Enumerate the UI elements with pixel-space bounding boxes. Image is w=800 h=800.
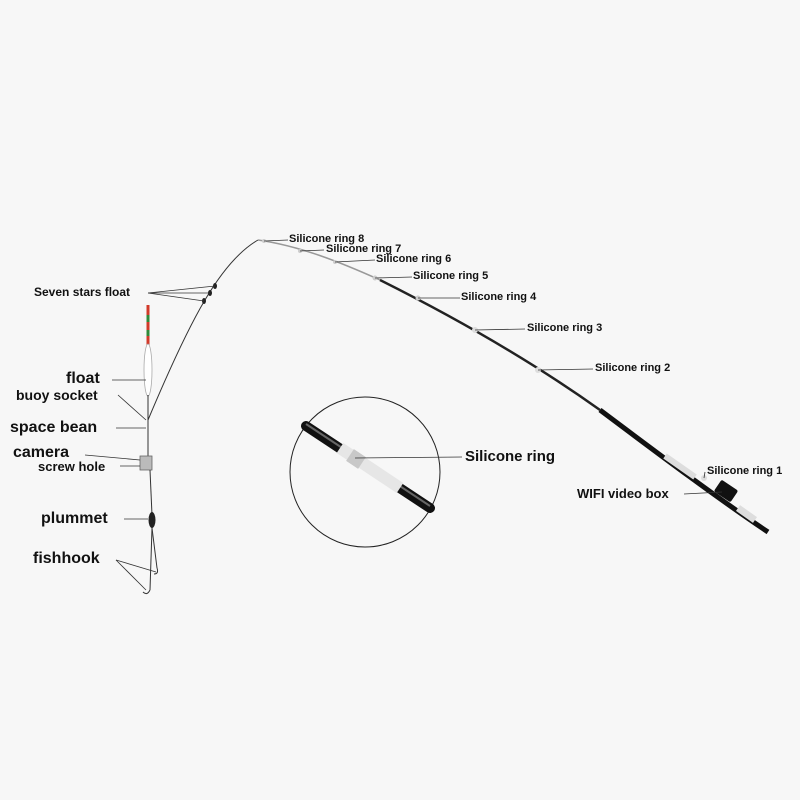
label-screw-hole: screw hole	[38, 459, 106, 474]
label-float: float	[66, 370, 100, 387]
hook-lines	[142, 527, 159, 595]
label-silicone-ring-5: Silicone ring 5	[413, 270, 489, 282]
plummet-weight	[148, 512, 156, 528]
rig-leader-lines	[84, 379, 157, 591]
detail-magnifier	[289, 396, 441, 548]
label-camera: camera	[13, 444, 70, 461]
detail-silicone-band	[346, 449, 366, 469]
label-fishhook: fishhook	[33, 550, 100, 567]
rod-butt-grip-lower	[735, 505, 758, 523]
label-space-bean: space bean	[10, 419, 98, 436]
label-silicone-ring-8: Silicone ring 8	[289, 233, 365, 245]
label-silicone-ring-3: Silicone ring 3	[527, 322, 603, 334]
rod-tip-section	[257, 239, 381, 281]
label-silicone-ring-7: Silicone ring 7	[326, 243, 402, 255]
label-silicone-ring-4: Silicone ring 4	[461, 291, 537, 303]
label-silicone-ring-2: Silicone ring 2	[595, 362, 671, 374]
wifi-video-box	[714, 480, 738, 502]
seven-stars-leaders	[147, 285, 216, 302]
rod-butt-grip	[663, 453, 697, 480]
rig-line-lower	[149, 469, 153, 516]
fishing-line	[147, 239, 259, 421]
label-silicone-ring-6: Silicone ring 6	[376, 253, 452, 265]
label-buoy-socket: buoy socket	[16, 387, 98, 403]
camera-body	[139, 455, 153, 471]
label-seven-stars-float: Seven stars float	[34, 285, 131, 299]
label-wifi-video-box: WIFI video box	[577, 486, 669, 501]
detail-leader	[354, 456, 463, 459]
label-silicone-ring-1: Silicone ring 1	[707, 465, 783, 477]
rod-leader-lines	[263, 239, 723, 495]
float	[143, 305, 153, 420]
label-detail-silicone-ring: Silicone ring	[465, 448, 556, 465]
detail-silicone-ring	[336, 443, 404, 493]
rod-mid-section	[379, 278, 601, 412]
label-plummet: plummet	[41, 510, 108, 527]
